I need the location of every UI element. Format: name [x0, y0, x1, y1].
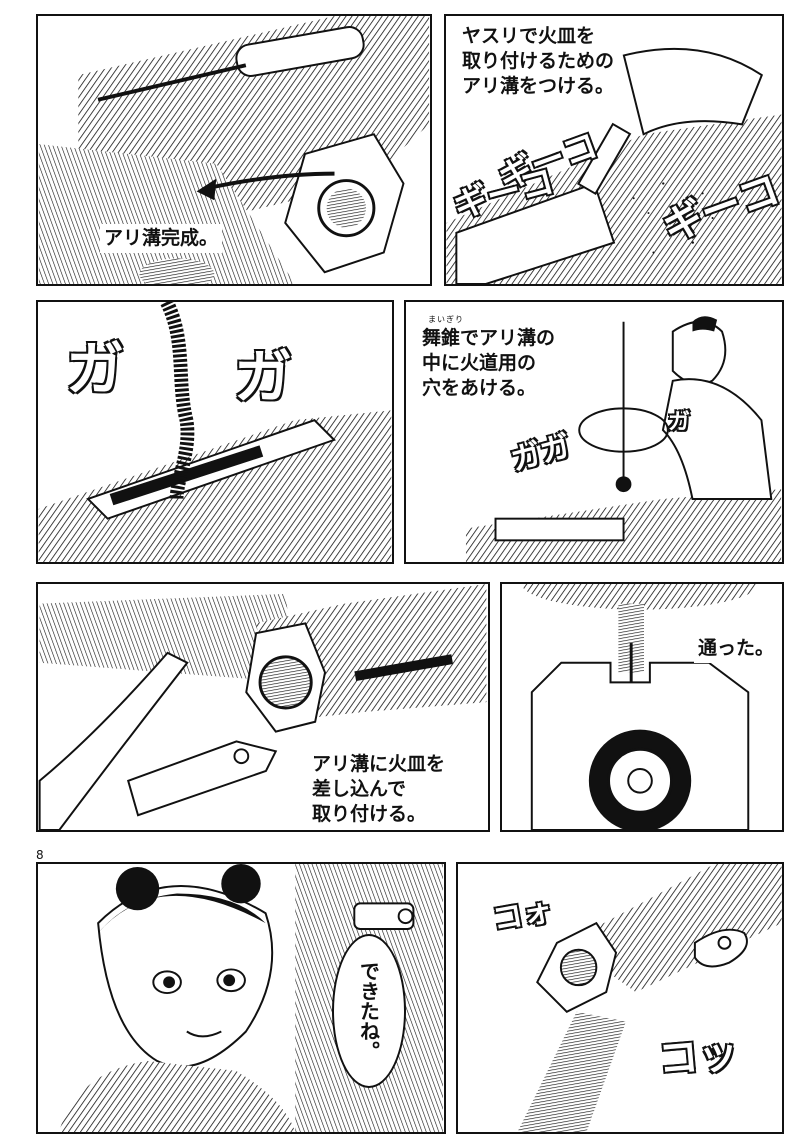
girl-smiling-illustration: [58, 864, 443, 1132]
dovetail-barrel-illustration: [38, 16, 430, 284]
filing-illustration: [446, 47, 782, 284]
tapping-barrel-illustration: [517, 864, 782, 1132]
sfx-ga-right: ガ: [233, 342, 293, 412]
speech-bubble-dekitane: できたね。: [332, 934, 406, 1088]
panel-5: アリ溝に火皿を 差し込んで 取り付ける。: [36, 582, 490, 832]
panel-7: できたね。: [36, 862, 446, 1134]
caption-dovetail-complete: アリ溝完成。: [100, 224, 223, 253]
panel-1: アリ溝完成。: [36, 14, 432, 286]
ruby-maigiri: まいぎり: [428, 315, 464, 324]
caption-filing: ヤスリで火皿を 取り付けるための アリ溝をつける。: [458, 22, 619, 101]
sfx-kotsu: コッ: [655, 1030, 741, 1085]
through-hole-illustration: [521, 584, 759, 830]
panel-3: ガ ガ: [36, 300, 394, 564]
mallet-and-barrel-illustration: [38, 584, 487, 830]
panel-4: まいぎり 舞錐でアリ溝の 中に火道用の 穴をあける。 ガガ ガ: [404, 300, 784, 564]
panel-6: 通った。: [500, 582, 784, 832]
sfx-ga: ガ: [667, 409, 691, 436]
caption-insert-pan: アリ溝に火皿を 差し込んで 取り付ける。: [308, 750, 450, 829]
caption-through: 通った。: [694, 634, 779, 663]
caption-bow-drill: 舞錐でアリ溝の 中に火道用の 穴をあける。: [418, 324, 560, 403]
drill-bit-illustration: [38, 302, 392, 562]
panel-2: ヤスリで火皿を 取り付けるための アリ溝をつける。 ギーコ ギーコ ギーコ: [444, 14, 784, 286]
panel-8: コォ コッ: [456, 862, 784, 1134]
page-number: 8: [36, 848, 44, 862]
sfx-ga-left: ガ: [65, 334, 125, 404]
bow-drill-craftsman-illustration: [465, 316, 782, 562]
